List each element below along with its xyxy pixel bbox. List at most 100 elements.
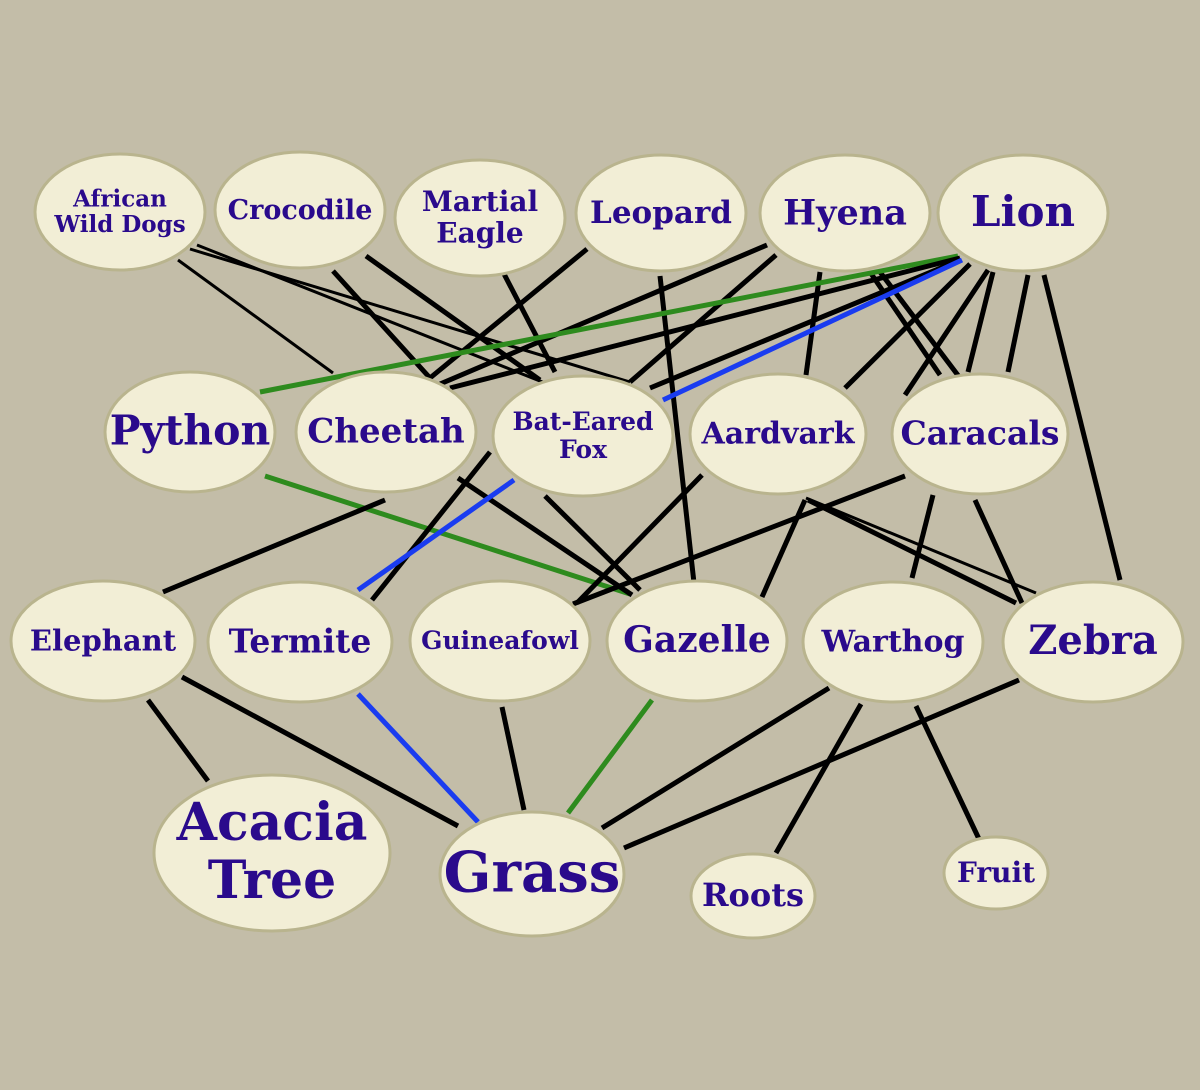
node-label: Grass [444,839,621,905]
node-ellipse [438,810,626,938]
node-label: Bat-Eared [512,407,653,436]
node-ellipse [213,150,387,270]
node-ellipse [294,370,478,494]
node-cheetah: Cheetah [294,370,478,494]
edge-black [965,271,996,373]
node-fruit: Fruit [942,835,1050,911]
node-label: Warthog [821,625,965,660]
edge-black [600,685,831,831]
edge-black [649,257,961,391]
edge-black [145,698,211,783]
node-ellipse [605,579,789,703]
edge-black [449,255,961,391]
node-ellipse [393,158,567,278]
node-label: Zebra [1028,617,1158,664]
node-warthog: Warthog [801,580,985,704]
edge-layer [145,242,1123,855]
edge-black [623,677,1020,851]
edge-green [264,473,631,597]
node-ellipse [408,579,592,703]
edge-black [773,702,864,855]
node-label: Acacia [176,792,368,853]
edge-black [1041,274,1123,581]
edge-black [572,473,906,607]
node-elephant: Elephant [9,579,197,703]
edge-black [180,674,460,829]
edge-blue [661,257,964,403]
node-ellipse [890,372,1070,496]
edge-black [428,247,589,380]
node-label: Martial [422,185,538,218]
node-grass: Grass [438,810,626,938]
edge-black [575,473,704,605]
node-ellipse [574,153,748,273]
edge-black [628,253,778,384]
node-label: Lion [971,187,1075,236]
node-ellipse [689,852,817,940]
edge-black [162,497,386,595]
node-label: Eagle [436,217,524,250]
node-guineafowl: Guineafowl [408,579,592,703]
node-aardvark: Aardvark [688,372,868,496]
node-python: Python [103,370,277,494]
node-label: African [72,185,167,212]
node-label: Crocodile [228,195,373,226]
node-ellipse [9,579,197,703]
edge-black [370,450,492,602]
node-hyena: Hyena [758,153,932,273]
node-ellipse [152,773,392,933]
node-label: Aardvark [701,417,856,452]
edge-black [364,253,542,383]
edge-black [909,494,936,579]
node-label: Roots [702,876,804,914]
edge-black [902,268,991,397]
node-label: Guineafowl [421,626,579,655]
node-label: Termite [229,622,372,661]
node-crocodile: Crocodile [213,150,387,270]
edge-black [913,704,982,841]
node-ellipse [1001,580,1185,704]
node-ellipse [758,153,932,273]
node-ellipse [688,372,868,496]
edge-black [499,706,527,811]
edge-green [259,253,959,395]
node-leopard: Leopard [574,153,748,273]
node-ellipse [103,370,277,494]
edge-blue [356,692,480,824]
node-label: Fox [559,435,608,464]
edge-black [657,275,697,584]
edge-black [1005,274,1031,373]
node-gazelle: Gazelle [605,579,789,703]
edge-black [806,497,1018,606]
node-label: Cheetah [307,412,465,452]
node-zebra: Zebra [1001,580,1185,704]
node-label: Tree [208,850,336,911]
node-label: Leopard [590,195,732,231]
node-label: Caracals [900,414,1059,453]
node-label: Gazelle [623,619,771,661]
edge-black [972,498,1025,605]
edge-black [843,262,972,390]
node-label: Python [110,407,271,455]
node-label: Wild Dogs [53,211,185,238]
node-ellipse [942,835,1050,911]
edge-black [543,494,642,592]
edge-blue [356,477,516,593]
edge-black [439,242,768,387]
node-ellipse [936,153,1110,273]
node-caracals: Caracals [890,372,1070,496]
edge-black [177,258,334,375]
node-roots: Roots [689,852,817,940]
edge-black [500,270,558,374]
node-ellipse [491,374,675,498]
node-label: Fruit [957,856,1035,889]
node-ellipse [33,152,207,272]
node-lion: Lion [936,153,1110,273]
edge-green [565,698,655,815]
